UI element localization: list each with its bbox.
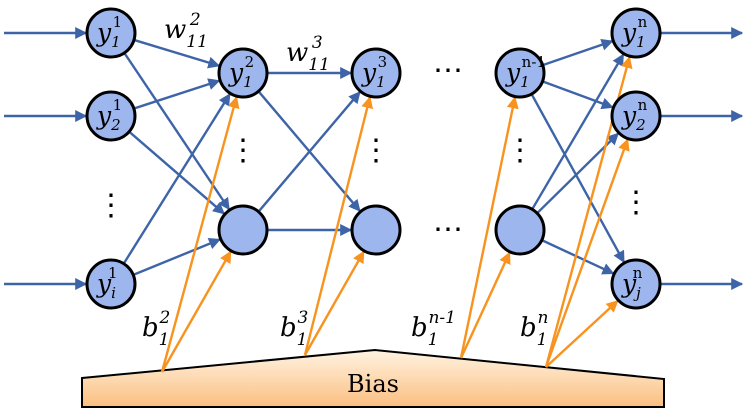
- neuron-l3-b: [350, 204, 402, 256]
- weight-edge: [132, 238, 221, 277]
- neuron-l1-2: y21: [85, 90, 137, 142]
- weight-edge: [122, 93, 231, 265]
- vertical-dots-layer2: ⋮: [228, 133, 258, 168]
- neuron-label: yjn: [621, 264, 643, 302]
- bias-edge: [459, 96, 519, 359]
- neuron-label: y1n-1: [505, 53, 546, 91]
- weight-edge: [128, 130, 225, 215]
- neuron-ln-2: y2n: [610, 90, 662, 142]
- bias-edge: [459, 251, 511, 359]
- neuron-label: yi1: [96, 264, 117, 302]
- bias-label-b3: b13: [280, 308, 308, 350]
- neurons: y11 y21 yi1 y12 y13 y1n-1 y1n y2n yjn: [85, 7, 662, 310]
- weight-edge: [541, 239, 615, 275]
- neuron-ln-1: y1n: [610, 7, 662, 59]
- horizontal-dots-bottom: ⋯: [433, 212, 463, 247]
- neuron-ln1-b: [494, 204, 546, 256]
- bias-label-bn: b1n: [520, 308, 548, 350]
- vertical-dots-layer1: ⋮: [96, 188, 126, 223]
- neuron-label: y13: [361, 53, 387, 91]
- weight-edge: [530, 93, 626, 264]
- vertical-dots-layern1: ⋮: [505, 133, 535, 168]
- neuron-label: y21: [96, 96, 122, 134]
- neuron-ln-j: yjn: [610, 258, 662, 310]
- neuron-label: y2n: [621, 96, 648, 134]
- weight-edge: [257, 91, 361, 213]
- weight-label-w3: w113: [286, 33, 330, 75]
- bias-edge: [544, 138, 630, 368]
- horizontal-dots-top: ⋯: [433, 53, 463, 88]
- weight-edge: [133, 78, 221, 110]
- weight-edge: [542, 38, 614, 67]
- neuron-label: y12: [228, 53, 254, 91]
- neuron-label: y11: [96, 13, 122, 51]
- weight-edges: [4, 27, 744, 290]
- bias-edge: [303, 250, 365, 356]
- vertical-dots-layer3: ⋮: [361, 133, 391, 168]
- weight-edge: [133, 38, 221, 69]
- bias-edge: [545, 300, 619, 368]
- neuron-ln1-1: y1n-1: [494, 47, 546, 99]
- weight-edge: [542, 80, 614, 110]
- weight-edge: [531, 53, 625, 210]
- neuron-label: y1n: [621, 13, 648, 51]
- bias-block: [81, 348, 665, 408]
- weight-label-w2: w112: [164, 10, 208, 52]
- weight-edge: [123, 52, 231, 211]
- bias-label-bn1: b1n-1: [411, 308, 456, 350]
- neuron-l1-1: y11: [85, 7, 137, 59]
- bias-edge: [303, 96, 374, 356]
- bias-edge: [160, 250, 232, 373]
- bias-edges: [160, 55, 633, 373]
- neuron-l2-1: y12: [217, 47, 269, 99]
- bias-edge: [160, 95, 240, 373]
- vertical-dots-output: ⋮: [621, 185, 651, 220]
- neuron-l1-i: yi1: [85, 258, 137, 310]
- bias-label-b2: b12: [142, 308, 170, 350]
- neuron-l2-b: [217, 204, 269, 256]
- neuron-l3-1: y13: [350, 47, 402, 99]
- bias-label: Bias: [347, 370, 399, 398]
